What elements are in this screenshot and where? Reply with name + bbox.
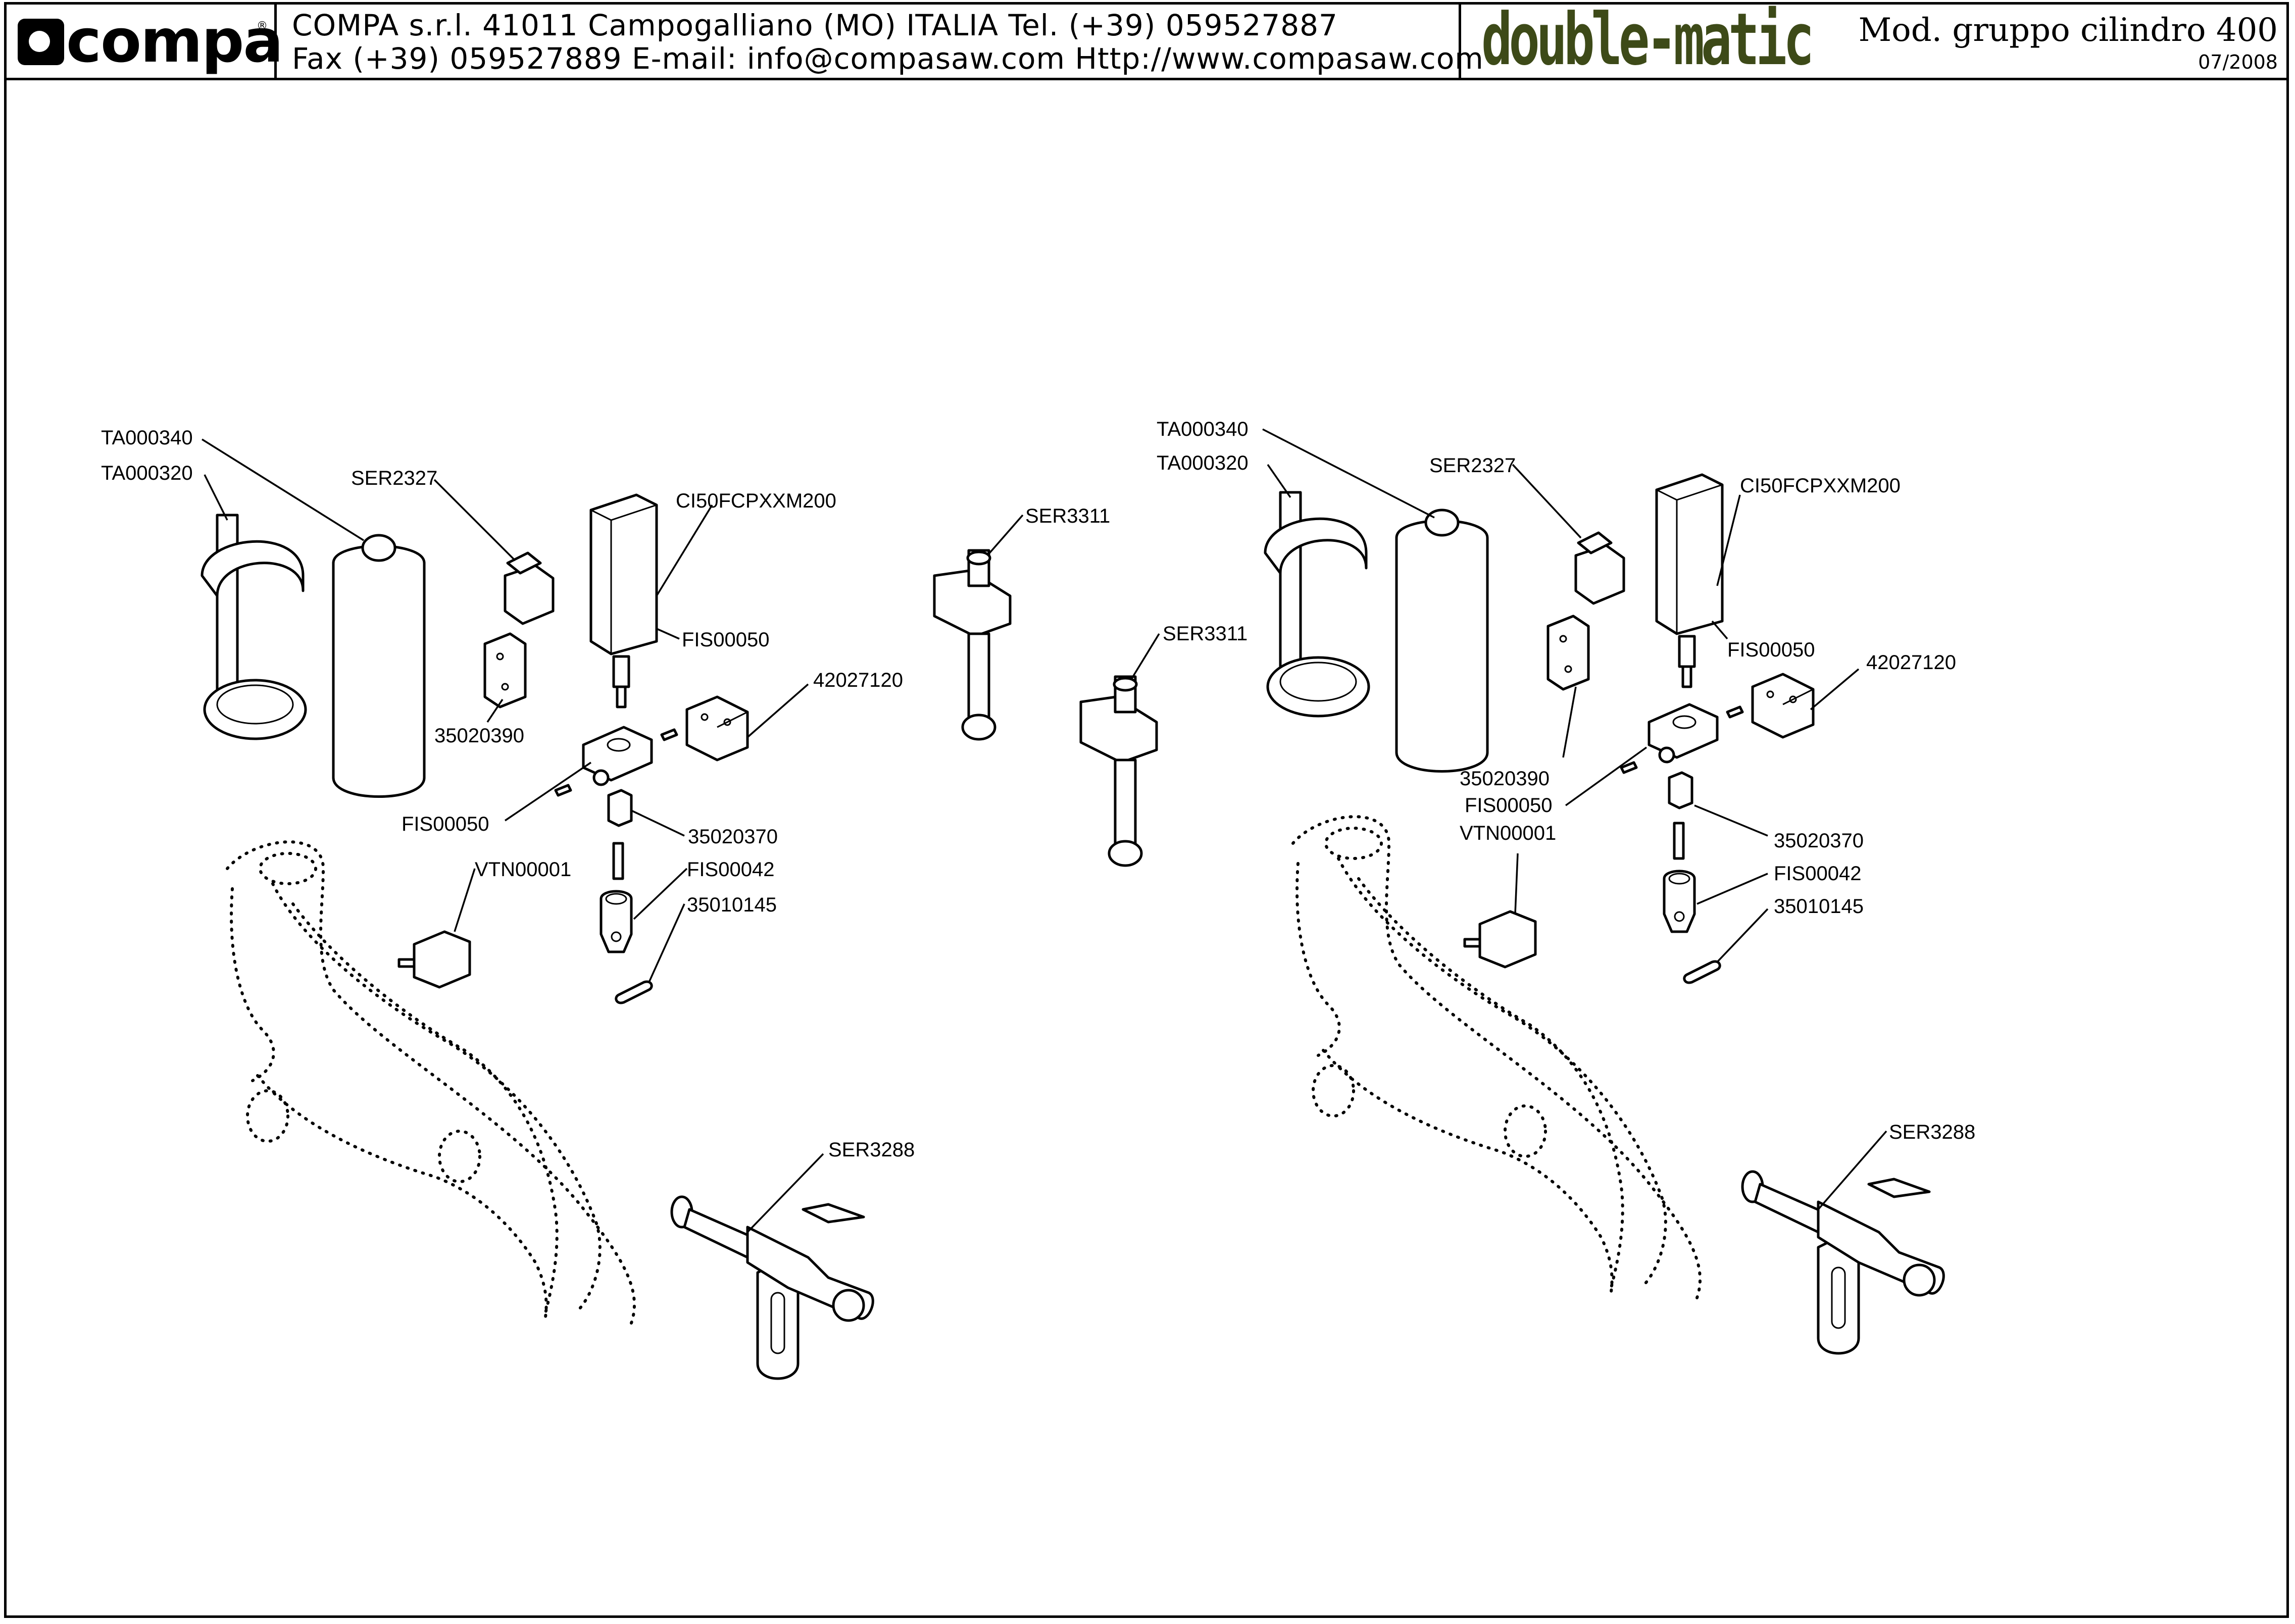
left-plate-35020390	[483, 632, 527, 708]
left-regulator-ser3288	[670, 1195, 874, 1380]
right-regulator-ser3288	[1741, 1170, 1945, 1355]
label-left-fis00050-top: FIS00050	[682, 629, 769, 651]
left-cover-42027120	[685, 695, 749, 762]
label-right-35010145: 35010145	[1774, 895, 1864, 918]
label-left-ta000320: TA000320	[101, 462, 193, 484]
contact-address-line: COMPA s.r.l. 41011 Campogalliano (MO) IT…	[292, 8, 1338, 42]
right-clevis-fis00042	[1663, 870, 1696, 933]
registered-mark: ®	[257, 20, 268, 32]
label-left-ci50: CI50FCPXXM200	[676, 490, 836, 512]
model-title: Mod. gruppo cilindro 400	[1858, 12, 2278, 49]
label-left-ta000340: TA000340	[101, 427, 193, 449]
callout-labels: TA000340 TA000320 SER2327 CI50FCPXXM200 …	[101, 418, 1975, 1161]
drawing-frame: compa ® COMPA s.r.l. 41011 Campogalliano…	[4, 0, 2289, 1618]
label-center-ser3311-b: SER3311	[1163, 623, 1248, 645]
left-holder-bracket	[201, 514, 307, 740]
label-right-35020370: 35020370	[1774, 830, 1864, 852]
left-valve-ser2327	[504, 551, 555, 625]
right-plate-35020390	[1546, 615, 1590, 691]
center-cylinders	[933, 549, 1158, 867]
right-pin-35010145	[1683, 960, 1721, 984]
right-holder-bracket	[1264, 491, 1370, 718]
left-arm-outline	[226, 840, 636, 1325]
label-left-35010145: 35010145	[687, 894, 777, 916]
label-left-vtn00001: VTN00001	[475, 858, 571, 881]
revision-date: 07/2008	[2198, 51, 2278, 73]
left-cylinder-ci50	[589, 493, 658, 708]
leader-lines	[202, 428, 1887, 1233]
model-title-block: Mod. gruppo cilindro 400 07/2008	[1855, 5, 2287, 78]
right-arm-outline	[1291, 815, 1702, 1299]
title-block: compa ® COMPA s.r.l. 41011 Campogalliano…	[7, 0, 2287, 80]
right-cylinder-ci50	[1655, 473, 1724, 688]
label-right-ser2327: SER2327	[1429, 454, 1516, 477]
label-right-ser3288: SER3288	[1889, 1121, 1975, 1143]
label-right-fis00050-mid: FIS00050	[1465, 794, 1552, 817]
label-right-ta000340: TA000340	[1157, 418, 1249, 440]
double-matic-logo-text: double-matic	[1481, 0, 1814, 81]
left-spacer-35020370	[607, 789, 633, 880]
label-left-fis00042: FIS00042	[687, 858, 774, 881]
right-pins	[1620, 705, 1744, 774]
label-right-42027120: 42027120	[1866, 651, 1956, 674]
label-left-ser2327: SER2327	[351, 467, 437, 489]
right-cover-42027120	[1751, 673, 1815, 739]
compa-logo-mark	[18, 19, 64, 65]
left-pin-35010145	[615, 980, 653, 1004]
label-left-35020390: 35020390	[434, 725, 524, 747]
right-valve-vtn00001	[1463, 910, 1537, 969]
label-right-vtn00001: VTN00001	[1460, 822, 1556, 844]
center-cylinder-ser3311-a	[933, 549, 1012, 741]
label-left-35020370: 35020370	[688, 826, 778, 848]
compa-logo-text: compa	[66, 6, 283, 76]
label-right-ta000320: TA000320	[1157, 452, 1249, 474]
label-left-ser3288: SER3288	[828, 1139, 915, 1161]
right-valve-ser2327	[1574, 531, 1625, 605]
left-lubricant-bottle	[332, 534, 426, 798]
compa-logo: compa ®	[7, 5, 283, 78]
left-assembly	[201, 493, 874, 1380]
contact-web-line: Fax (+39) 059527889 E-mail: info@compasa…	[292, 41, 1484, 76]
label-right-ci50: CI50FCPXXM200	[1740, 475, 1901, 497]
label-left-42027120: 42027120	[813, 669, 903, 691]
right-spacer-35020370	[1668, 771, 1693, 860]
right-assembly	[1264, 473, 1945, 1355]
right-block-fis00050	[1648, 703, 1719, 764]
label-right-fis00042: FIS00042	[1774, 862, 1861, 885]
contact-block: COMPA s.r.l. 41011 Campogalliano (MO) IT…	[277, 5, 1484, 78]
left-valve-vtn00001	[397, 930, 471, 989]
label-center-ser3311-a: SER3311	[1025, 505, 1110, 527]
left-pins	[554, 728, 678, 797]
center-cylinder-ser3311-b	[1079, 675, 1158, 867]
label-right-fis00050-top: FIS00050	[1727, 639, 1815, 661]
right-lubricant-bottle	[1395, 509, 1489, 773]
double-matic-logo: double-matic	[1461, 0, 1855, 80]
left-block-fis00050	[582, 726, 653, 786]
label-left-fis00050-mid: FIS00050	[402, 813, 489, 835]
label-right-35020390: 35020390	[1460, 768, 1550, 790]
left-clevis-fis00042	[600, 890, 633, 953]
